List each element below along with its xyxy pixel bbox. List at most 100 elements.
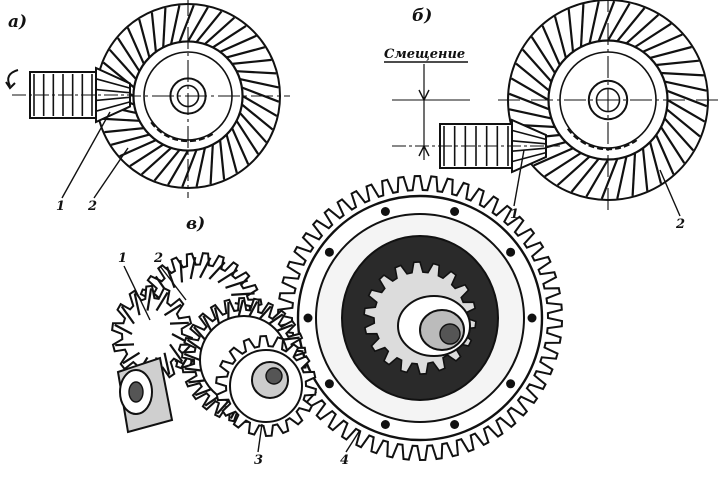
panel-b-ring-gear-tooth — [642, 33, 683, 53]
bevel-gear-2-tooth-line — [208, 261, 226, 280]
panel-a-ring-gear-tooth — [129, 143, 164, 168]
input-shaft-bore — [128, 381, 144, 403]
bevel-pinion-1-tooth-line — [114, 323, 133, 335]
callout-a-1: 1 — [56, 199, 66, 214]
panel-a-ring-gear-tooth — [108, 48, 137, 80]
panel-b-ring-gear-hub-circle — [587, 79, 629, 121]
panel-c-gear-train — [111, 174, 564, 462]
panel-b-ring-gear-tooth — [515, 62, 550, 92]
panel-a-ring-gear-tooth — [162, 7, 167, 48]
panel-a-ring-gear-tooth — [236, 70, 277, 75]
panel-a-ring-gear-tooth — [119, 139, 157, 158]
leader-c-1 — [123, 265, 151, 321]
leader-c-4 — [345, 429, 361, 453]
panel-a-ring-gear-tooth — [239, 78, 279, 89]
intermediate-gear-tooth-line — [193, 326, 206, 341]
large-gear-4-bolt — [303, 313, 313, 323]
panel-b-pinion-cone-tooth — [511, 151, 547, 163]
large-gear-4-bolt — [380, 207, 390, 216]
gear-3-bore — [265, 367, 283, 385]
panel-a-ring-gear-tooth — [116, 37, 141, 72]
bevel-pinion-1-tooth-line — [163, 303, 182, 317]
panel-b-pinion-cone-tooth — [511, 156, 547, 173]
bevel-pinion-1-tooth-line — [146, 288, 153, 311]
leader-c-2 — [159, 265, 187, 301]
panel-a-ring-gear-tooth — [170, 5, 181, 45]
bevel-pinion-1-tooth-line — [120, 305, 135, 325]
leader-a-2 — [93, 147, 129, 199]
panel-a-pinion-cone-tooth — [95, 88, 131, 94]
callout-a-2: 2 — [88, 199, 98, 214]
panel-b-ring-gear-tooth — [607, 2, 631, 42]
panel-b-ring-gear-tooth — [660, 71, 704, 77]
panel-a-ring-gear-tooth — [209, 144, 214, 185]
bevel-pinion-1-tooth-line — [133, 293, 141, 316]
panel-a-ring-gear-tooth — [242, 95, 278, 117]
panel-b-offset-arrow-bottom — [418, 144, 430, 157]
intermediate-gear-tooth-line — [202, 315, 213, 332]
panel-a-ring-gear-tooth — [104, 127, 145, 134]
panel-b-ring-gear-tooth — [567, 8, 575, 52]
panel-b-ring-gear-tooth — [570, 158, 600, 193]
panel-b-ring-gear-tooth — [597, 0, 616, 42]
large-gear-4-bolt — [324, 247, 334, 257]
panel-b-ring-gear-tooth — [600, 158, 619, 200]
panel-b-ring-gear-tooth — [616, 7, 646, 42]
panel-b-ring-gear-tooth — [666, 99, 706, 123]
panel-a-ring-gear-tooth — [167, 150, 189, 186]
panel-b-ring-gear-bore-circle — [595, 87, 621, 113]
panel-b-pinion-cone-tooth — [511, 119, 547, 136]
panel-b-ring-gear-tooth — [656, 59, 700, 67]
bevel-pinion-1-tooth-line — [163, 352, 171, 375]
intermediate-gear-tooth-line — [183, 352, 201, 362]
panel-a-ring-gear-tooth — [226, 46, 266, 59]
intermediate-gear-tooth-line — [184, 367, 202, 372]
intermediate-gear-tooth-line — [282, 336, 300, 341]
panel-b-ring-gear-tooth — [660, 126, 686, 164]
panel-label-b: б) — [412, 6, 433, 26]
panel-a-ring-gear-tooth — [225, 134, 238, 174]
leader-c-3 — [257, 423, 263, 453]
large-gear-4-bolt — [450, 207, 460, 216]
panel-b-ring-gear-tooth — [616, 156, 628, 199]
callout-c-3: 3 — [254, 453, 264, 468]
leader-a-1 — [61, 111, 111, 199]
callout-c-4: 4 — [340, 453, 350, 468]
output-shaft-bore — [439, 323, 461, 345]
panel-b-ring-gear-tooth — [533, 147, 574, 167]
bevel-gear-2-tooth-line — [189, 256, 197, 280]
panel-b-ring-gear-tooth — [663, 117, 695, 152]
intermediate-gear-tooth-line — [237, 299, 244, 317]
panel-a-ring-gear-tooth — [219, 139, 226, 180]
panel-b-ring-gear-tooth — [631, 152, 637, 196]
panel-b-ring-gear-tooth — [541, 25, 561, 66]
intermediate-gear-tooth-line — [216, 400, 230, 415]
panel-a-pinion-cone-tooth — [95, 78, 131, 89]
leader-b-2 — [659, 169, 681, 217]
panel-a-ring-gear-tooth — [178, 4, 195, 43]
panel-a-ring-gear-tooth — [195, 10, 223, 43]
panel-b-offset-arrow-top — [418, 89, 430, 102]
panel-a-pinion-cone-tooth — [95, 101, 131, 112]
intermediate-gear-tooth-line — [268, 313, 284, 325]
large-gear-4-bolt — [450, 420, 460, 429]
panel-label-c: в) — [186, 214, 206, 234]
panel-b-ring-gear-tooth — [634, 22, 672, 48]
panel-a-ring-gear-tooth — [212, 24, 247, 49]
panel-b-pinion-cone-tooth — [511, 147, 547, 152]
panel-a-drive-arrow — [7, 69, 19, 87]
callout-leader-lines — [61, 111, 681, 453]
panel-b-ring-gear-tooth — [510, 77, 550, 101]
panel-a-ring-gear-tooth — [219, 34, 257, 53]
panel-a-pinion-cone-tooth — [95, 67, 131, 85]
callout-c-2: 2 — [154, 251, 164, 266]
bevel-gear-2-tooth-line — [199, 257, 212, 279]
intermediate-gear-tooth-line — [258, 305, 272, 320]
panel-b-ring-gear-tooth — [641, 148, 649, 192]
callout-c-1: 1 — [118, 251, 128, 266]
bevel-pinion-1-tooth-line — [115, 343, 135, 347]
large-gear-4-bolt — [527, 313, 537, 323]
panel-a-ring-gear-tooth — [150, 12, 157, 53]
intermediate-gear-tooth-line — [186, 338, 202, 351]
